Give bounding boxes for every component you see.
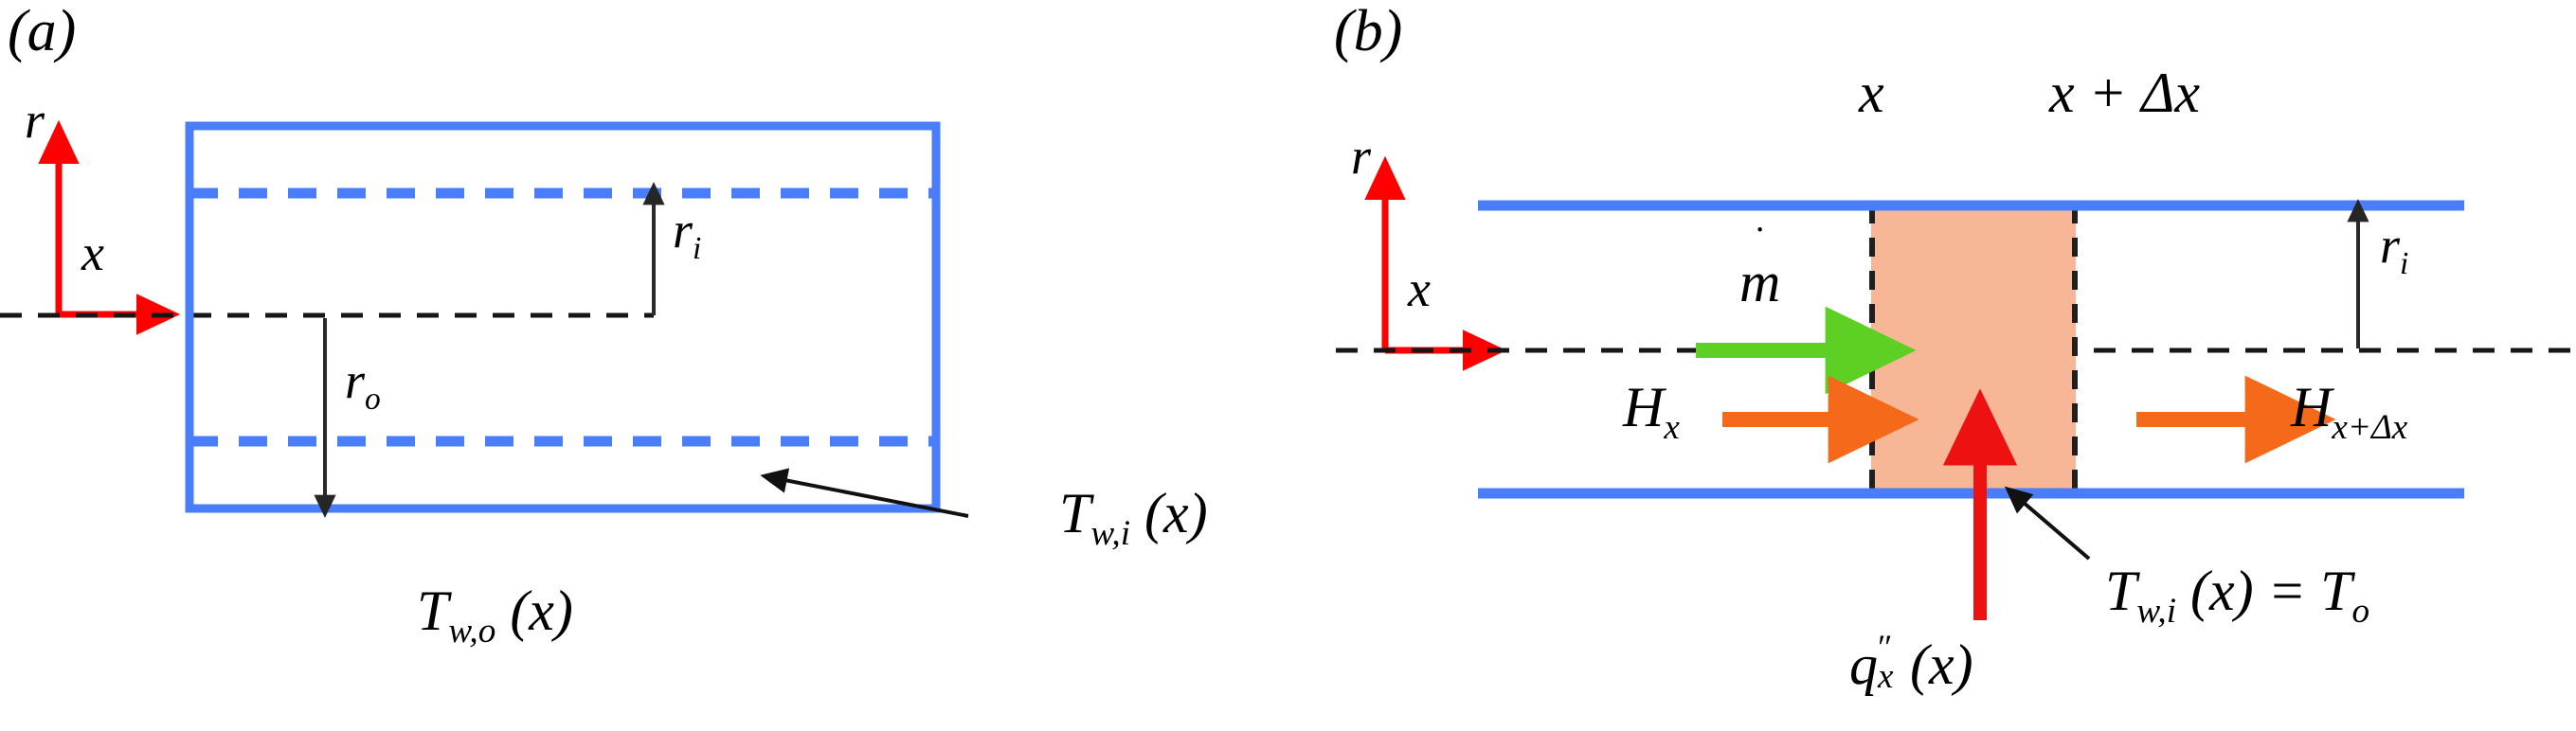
panel-b-twi-sub: w,i [2136, 592, 2177, 631]
panel-b-station-left-label: x [1859, 62, 1884, 124]
panel-a-wall-outer-temp-label: Tw,o (x) [417, 579, 573, 649]
panel-a-ri-sub: i [693, 230, 702, 266]
panel-b-hxdx-base: H [2291, 376, 2333, 438]
panel-b-ri-base: r [2380, 217, 2401, 274]
panel-b-tag: (b) [1334, 0, 1403, 63]
panel-b-q-arg: (x) [1910, 633, 1973, 696]
panel-a-twi-arg: (x) [1130, 482, 1208, 544]
panel-a-pipe-outer-wall [185, 121, 941, 513]
panel-b-twi-base: T [2105, 560, 2137, 622]
panel-a-axis-x-label: x [81, 224, 104, 281]
panel-a-two-arg: (x) [495, 579, 573, 642]
panel-a-ri-base: r [673, 202, 694, 259]
panel-a-twi-base: T [1059, 482, 1091, 544]
panel-b-enthalpy-out-label: Hx+Δx [2291, 376, 2407, 445]
panel-b-mdot-base: m [1739, 251, 1781, 313]
panel-a-axis-r-label: r [25, 92, 45, 149]
panel-a-inner-radius-label: ri [673, 202, 701, 264]
panel-b-hx-base: H [1623, 376, 1665, 438]
panel-b-heat-flux-label: q″x (x) [1849, 631, 1973, 696]
panel-b-twi-const-sub: o [2351, 592, 2370, 631]
panel-a-outer-radius-label: ro [345, 352, 381, 415]
panel-b-wall-temp-leader-line [2004, 486, 2091, 561]
panel-b-q-sub: x [1878, 657, 1894, 696]
panel-b-axis-r-label: r [1351, 128, 1372, 185]
panel-a-two-sub: w,o [448, 612, 496, 651]
panel-b-axis-x-label: x [1408, 260, 1431, 317]
panel-a-tag: (a) [8, 0, 77, 63]
panel-b-enthalpy-in-label: Hx [1623, 376, 1680, 445]
panel-a-twi-sub: w,i [1090, 514, 1131, 553]
panel-a-twi-leader-line [760, 468, 969, 518]
panel-a-two-base: T [417, 579, 449, 642]
panel-b-q-base: q [1849, 633, 1878, 696]
panel-a-wall-inner-temp-label: Tw,i (x) [1059, 482, 1208, 551]
panel-b-hx-sub: x [1664, 408, 1680, 447]
panel-b-ri-sub: i [2400, 245, 2409, 281]
panel-b-q-sup: ″ [1878, 629, 1893, 668]
panel-b-hxdx-sub: x+Δx [2332, 408, 2408, 447]
panel-b-wall-temp-label: Tw,i (x) = To [2105, 560, 2369, 629]
panel-b-station-right-label: x + Δx [2049, 62, 2200, 124]
panel-b-mass-flow-label: m ̇ [1739, 254, 1780, 311]
panel-a-ro-sub: o [365, 381, 381, 417]
panel-b-inner-radius-label: ri [2380, 217, 2408, 279]
panel-b-twi-arg: (x) = T [2176, 560, 2352, 622]
panel-a-ro-base: r [345, 352, 366, 409]
